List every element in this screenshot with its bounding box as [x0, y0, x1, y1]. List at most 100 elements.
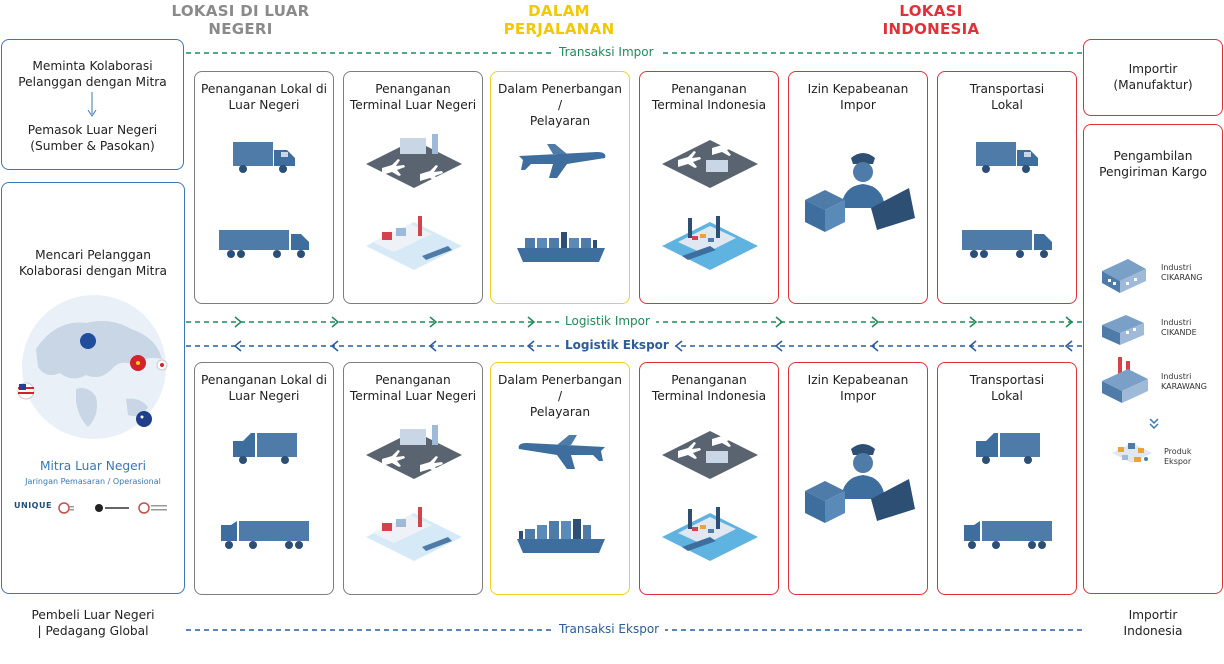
- card-title-line2: Impor: [840, 98, 876, 112]
- card-title-line1: Penanganan: [375, 82, 451, 96]
- truck-icon: [233, 433, 297, 469]
- partner-title-line2: Kolaborasi dengan Mitra: [19, 264, 167, 278]
- supplier-request-line2: Pelanggan dengan Mitra: [18, 75, 167, 89]
- card-local-handling-overseas: Penanganan Lokal di Luar Negeri: [194, 71, 334, 304]
- card-title-line1: Transportasi: [969, 373, 1045, 387]
- card-title-line2: Lokal: [991, 98, 1023, 112]
- card-title-line1: Dalam Penerbangan /: [498, 82, 622, 112]
- truck-icon: [976, 433, 1040, 469]
- seaport-icon: [362, 212, 466, 282]
- container-port-icon: [658, 212, 762, 282]
- industry-label: Industri: [1161, 372, 1192, 381]
- card-title-line1: Penanganan Lokal di: [200, 82, 328, 96]
- export-logistics-label: Logistik Ekspor: [559, 338, 675, 352]
- card-title-line2: Pelayaran: [529, 114, 591, 128]
- card-title-line2: Terminal Indonesia: [651, 389, 767, 403]
- industry-name: CIKARANG: [1161, 273, 1203, 282]
- supplier-request-line3: Pemasok Luar Negeri: [27, 123, 158, 137]
- truck-icon: [976, 142, 1040, 178]
- card-title-line1: Penanganan: [671, 82, 747, 96]
- card-title-line1: Penanganan: [671, 373, 747, 387]
- card-title-line2: Luar Negeri: [228, 98, 300, 112]
- airplane-icon: [517, 142, 607, 186]
- globe-icon: [16, 289, 172, 445]
- card-title-line2: Impor: [840, 389, 876, 403]
- card-title-line1: Dalam Penerbangan /: [498, 373, 622, 403]
- card-title-line1: Izin Kepabeanan: [807, 82, 909, 96]
- card-title-line2: Terminal Luar Negeri: [349, 389, 477, 403]
- importer-line1: Importir: [1128, 62, 1178, 76]
- overseas-partner-box: Mencari Pelanggan Kolaborasi dengan Mitr…: [1, 182, 185, 594]
- card-title-line2: Terminal Indonesia: [651, 98, 767, 112]
- container-port-icon: [658, 503, 762, 573]
- cargo-pickup-box: Pengambilan Pengiriman Kargo Industri CI…: [1083, 124, 1223, 594]
- cargo-title-line1: Pengambilan: [1113, 149, 1193, 163]
- trailer-truck-icon: [219, 519, 311, 555]
- partner-title-line1: Mencari Pelanggan: [35, 248, 151, 262]
- partner-logo-icon: [58, 499, 74, 514]
- airport-icon: [658, 421, 762, 491]
- truck-icon: [233, 142, 297, 178]
- industry-label: Industri: [1161, 263, 1192, 272]
- trailer-truck-icon: [962, 228, 1054, 264]
- cargo-title-line2: Pengiriman Kargo: [1099, 165, 1207, 179]
- export-products-icon: [1106, 431, 1158, 475]
- global-buyer-line2: | Pedagang Global: [37, 624, 149, 638]
- seaport-icon: [362, 503, 466, 573]
- card-in-transit: Dalam Penerbangan / Pelayaran: [490, 362, 630, 595]
- card-title-line2: Lokal: [991, 389, 1023, 403]
- import-transaction-label: Transaksi Impor: [553, 45, 660, 59]
- airplane-icon: [517, 433, 607, 477]
- importer-indonesia-line1: Importir: [1128, 608, 1178, 622]
- import-logistics-label: Logistik Impor: [559, 314, 656, 328]
- export-name: Ekspor: [1164, 457, 1192, 466]
- unique-logo: UNIQUE: [14, 501, 52, 510]
- customs-officer-icon: [801, 148, 917, 242]
- header-transit: DALAM PERJALANAN: [503, 2, 615, 38]
- header-overseas: LOKASI DI LUAR NEGERI: [171, 2, 310, 38]
- chevron-down-icon: [1147, 415, 1161, 430]
- industry-name: KARAWANG: [1161, 382, 1207, 391]
- importer-indonesia-line2: Indonesia: [1123, 624, 1183, 638]
- airport-icon: [362, 421, 466, 491]
- cargo-ship-icon: [515, 228, 607, 268]
- card-title-line1: Penanganan: [375, 373, 451, 387]
- partner-subtitle: Jaringan Pemasaran / Operasional: [25, 477, 161, 486]
- industry-label: Industri: [1161, 318, 1192, 327]
- factory-icon: [1098, 249, 1148, 295]
- card-local-handling-overseas: Penanganan Lokal di Luar Negeri: [194, 362, 334, 595]
- card-title-line2: Luar Negeri: [228, 389, 300, 403]
- trailer-truck-icon: [962, 519, 1054, 555]
- header-indonesia: LOKASI INDONESIA: [882, 2, 980, 38]
- card-title-line2: Pelayaran: [529, 405, 591, 419]
- industry-name: CIKANDE: [1161, 328, 1197, 337]
- card-in-transit: Dalam Penerbangan / Pelayaran: [490, 71, 630, 304]
- airport-icon: [362, 130, 466, 200]
- global-buyer-line1: Pembeli Luar Negeri: [31, 608, 155, 622]
- airport-icon: [658, 130, 762, 200]
- importer-line2: (Manufaktur): [1113, 78, 1193, 92]
- supplier-request-box: Meminta Kolaborasi Pelanggan dengan Mitr…: [1, 39, 184, 170]
- importer-manufacturer-box: Importir (Manufaktur): [1083, 39, 1223, 116]
- partner-logo-icon: [94, 499, 130, 512]
- customs-officer-icon: [801, 439, 917, 533]
- card-title-line2: Terminal Luar Negeri: [349, 98, 477, 112]
- factory-icon: [1098, 307, 1148, 349]
- factory-icon: [1098, 355, 1152, 405]
- card-title-line1: Penanganan Lokal di: [200, 373, 328, 387]
- partner-logo-icon: [138, 499, 168, 514]
- export-label: Produk: [1164, 447, 1192, 456]
- partner-name: Mitra Luar Negeri: [40, 459, 146, 473]
- export-transaction-label: Transaksi Ekspor: [553, 622, 666, 636]
- supplier-request-line4: (Sumber & Pasokan): [30, 139, 155, 153]
- cargo-ship-icon: [515, 515, 607, 559]
